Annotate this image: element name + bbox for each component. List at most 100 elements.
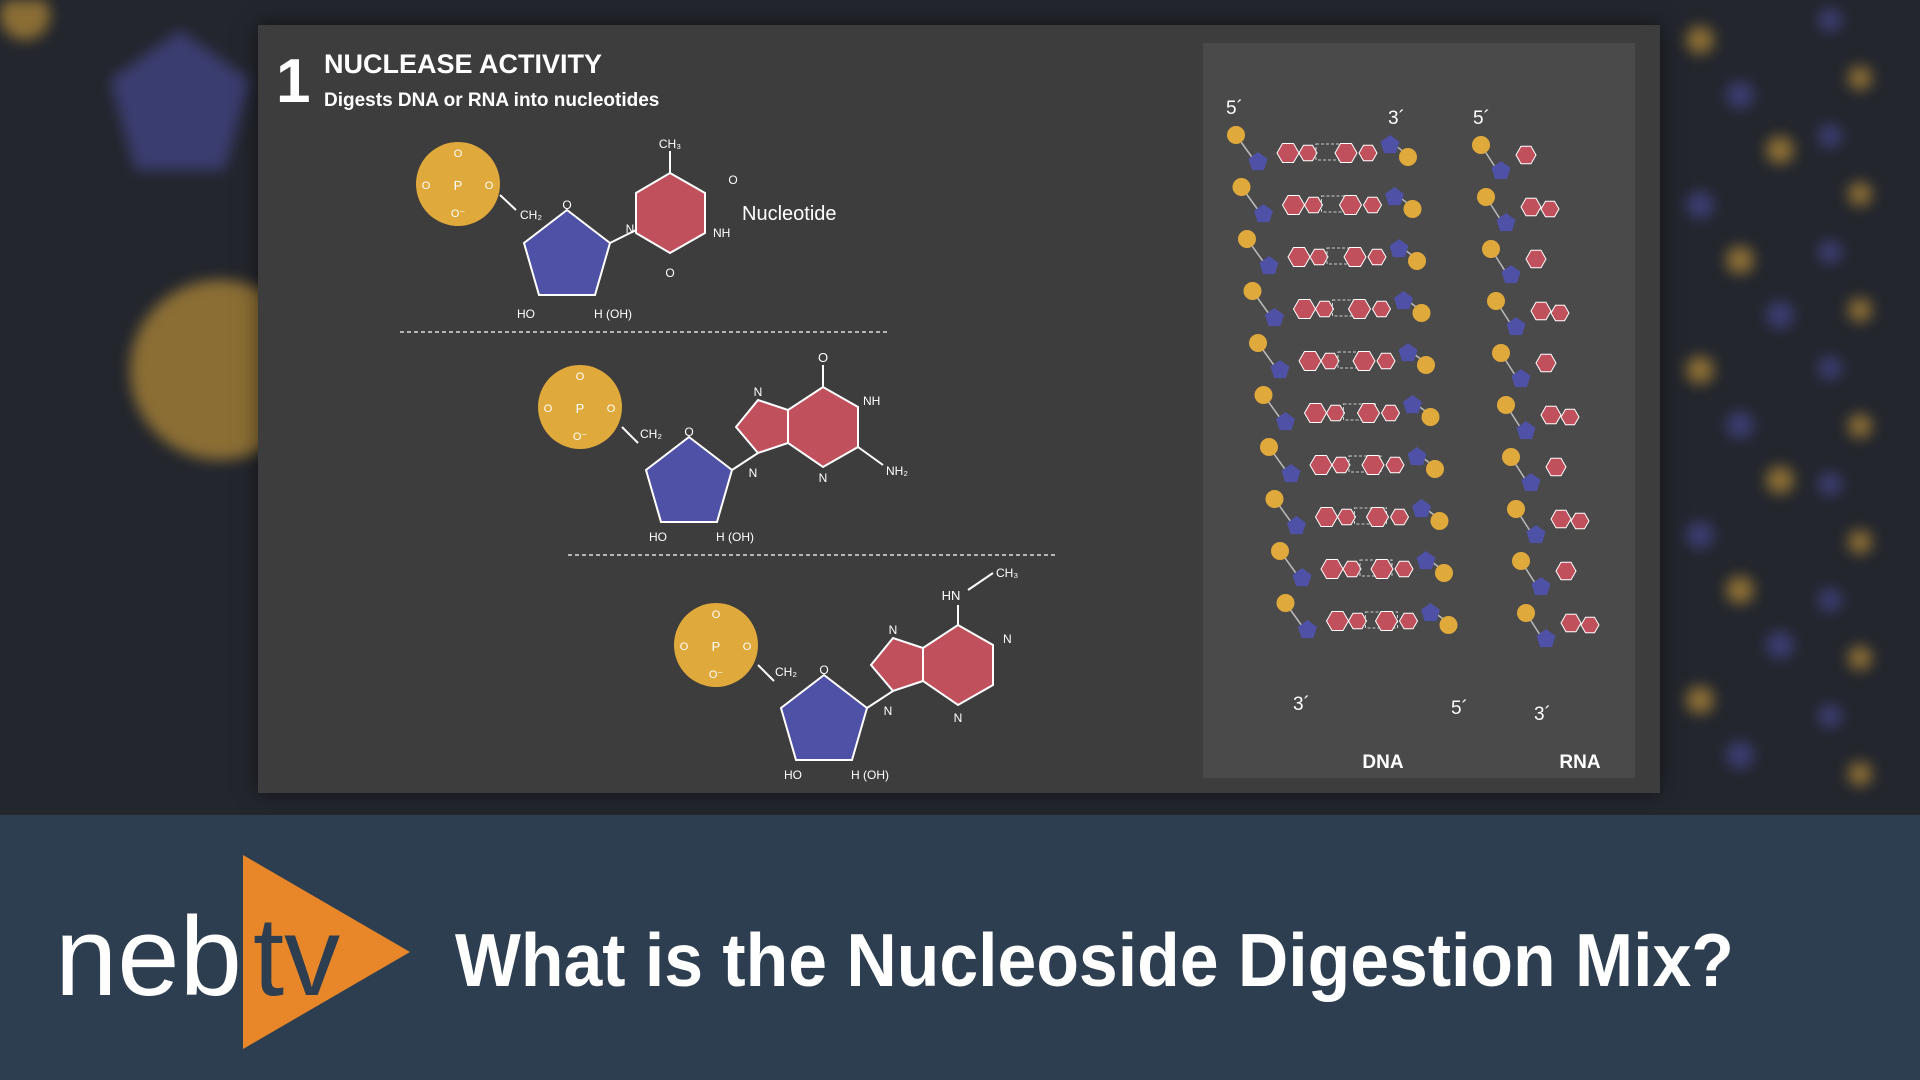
rna-3prime-label: 3´ bbox=[1534, 704, 1551, 725]
bg-dot bbox=[1726, 741, 1754, 769]
base-hexagon bbox=[1371, 300, 1392, 318]
bg-dot bbox=[1818, 704, 1842, 728]
phosphate-dot bbox=[1238, 230, 1256, 248]
phosphate-dot bbox=[1426, 460, 1444, 478]
ring-o: O bbox=[562, 198, 571, 212]
bg-dot bbox=[1766, 631, 1794, 659]
sugar-pentagon bbox=[1248, 152, 1268, 171]
phosphate-dot bbox=[1412, 304, 1431, 322]
ribose-sugar bbox=[644, 435, 734, 523]
sugar-pentagon bbox=[1270, 360, 1290, 379]
dna-left-5prime-label: 5´ bbox=[1226, 98, 1243, 119]
bg-dot bbox=[1726, 411, 1754, 439]
sugar-pentagon bbox=[1511, 369, 1531, 388]
bg-dot bbox=[1726, 576, 1754, 604]
base-hexagon bbox=[1580, 616, 1600, 634]
rna-single-strand bbox=[1472, 136, 1600, 648]
sugar-pentagon bbox=[1531, 577, 1551, 596]
base-hexagon bbox=[1370, 559, 1394, 579]
phosphate-dot bbox=[1243, 282, 1262, 300]
phosphate-dot bbox=[1271, 542, 1289, 560]
n-label-3: N bbox=[889, 623, 898, 637]
adenine-pyrimidine bbox=[922, 623, 994, 707]
ch3-label: CH₃ bbox=[659, 137, 681, 151]
sugar-pentagon bbox=[1516, 421, 1536, 440]
bond bbox=[621, 426, 639, 444]
bg-dot bbox=[1686, 26, 1714, 54]
sugar-pentagon bbox=[1491, 161, 1511, 180]
dna-right-3prime-label: 3´ bbox=[1388, 108, 1405, 129]
bg-dot bbox=[1686, 686, 1714, 714]
base-hexagon bbox=[1367, 248, 1387, 266]
bg-dot bbox=[1686, 191, 1714, 219]
base-hexagon bbox=[1545, 457, 1567, 477]
ribose-sugar bbox=[779, 673, 869, 761]
dna-left-3prime-label: 3´ bbox=[1293, 694, 1310, 715]
base-hexagon bbox=[1314, 300, 1335, 318]
base-hexagon bbox=[1325, 611, 1350, 631]
n-label: N bbox=[626, 222, 635, 236]
phosphate-dot bbox=[1439, 616, 1458, 634]
base-hexagon bbox=[1325, 404, 1346, 422]
phosphate-dot bbox=[1399, 148, 1417, 166]
base-hexagon bbox=[1320, 352, 1340, 370]
sugar-pentagon bbox=[1506, 317, 1526, 336]
phosphate-dot bbox=[1227, 126, 1245, 144]
phosphate-dot bbox=[1417, 356, 1435, 374]
bg-dot bbox=[1726, 246, 1754, 274]
phosphate-o-right: O bbox=[607, 403, 616, 415]
ch2-label: CH₂ bbox=[640, 427, 662, 441]
sugar-pentagon bbox=[1398, 343, 1418, 362]
ring-o: O bbox=[819, 663, 828, 677]
dna-label: DNA bbox=[1362, 752, 1403, 773]
phosphate-p: P bbox=[712, 639, 721, 654]
base-hexagon bbox=[1515, 145, 1537, 165]
bg-dot bbox=[1848, 66, 1872, 90]
phosphate-dot bbox=[1232, 178, 1251, 196]
base-hexagon bbox=[1394, 560, 1414, 578]
bg-dot bbox=[1848, 414, 1872, 438]
base-hexagon bbox=[1540, 405, 1562, 425]
play-triangle-icon bbox=[243, 855, 410, 1049]
base-hexagon bbox=[1560, 408, 1580, 426]
bond bbox=[967, 572, 994, 591]
bg-dot bbox=[1766, 466, 1794, 494]
phosphate-dot bbox=[1421, 408, 1440, 426]
bg-dot bbox=[1848, 646, 1872, 670]
phosphate-dot bbox=[1435, 564, 1453, 582]
base-hexagon bbox=[1362, 196, 1383, 214]
base-hexagon bbox=[1320, 559, 1344, 579]
bond bbox=[757, 664, 775, 682]
ch3-label: CH₃ bbox=[996, 566, 1018, 580]
base-hexagon bbox=[1298, 351, 1322, 371]
phosphate-dot bbox=[1487, 292, 1505, 310]
guanine-imidazole bbox=[734, 398, 789, 455]
slide-subtitle: Digests DNA or RNA into nucleotides bbox=[324, 90, 659, 111]
nh-label: NH bbox=[863, 394, 880, 408]
sugar-pentagon bbox=[1380, 135, 1400, 154]
ho-label: HO bbox=[649, 530, 667, 544]
sugar-pentagon bbox=[1407, 447, 1427, 466]
base-hexagon bbox=[1298, 144, 1318, 162]
bg-dot bbox=[1818, 8, 1842, 32]
base-hexagon bbox=[1303, 403, 1328, 423]
phosphate-o-right: O bbox=[743, 641, 752, 653]
nh-label: NH bbox=[713, 226, 730, 240]
base-hexagon bbox=[1281, 195, 1306, 215]
bg-dot bbox=[1848, 762, 1872, 786]
logo-tv-text: tv bbox=[253, 894, 340, 1019]
n-label-2: N bbox=[954, 711, 963, 725]
phosphate-dot bbox=[1408, 252, 1426, 270]
phosphate-dot bbox=[1507, 500, 1525, 518]
o-label-2: O bbox=[665, 266, 674, 280]
sugar-pentagon bbox=[1536, 629, 1556, 648]
sugar-pentagon bbox=[1412, 499, 1431, 518]
phosphate-o-left: O bbox=[680, 641, 689, 653]
base-hexagon bbox=[1560, 613, 1582, 633]
rna-label: RNA bbox=[1559, 752, 1600, 773]
thymine-base bbox=[635, 171, 706, 255]
phosphate-dot bbox=[1497, 396, 1515, 414]
phosphate-dot bbox=[1276, 594, 1295, 612]
phosphate-o-top: O bbox=[454, 148, 463, 160]
base-hexagon bbox=[1525, 249, 1547, 269]
